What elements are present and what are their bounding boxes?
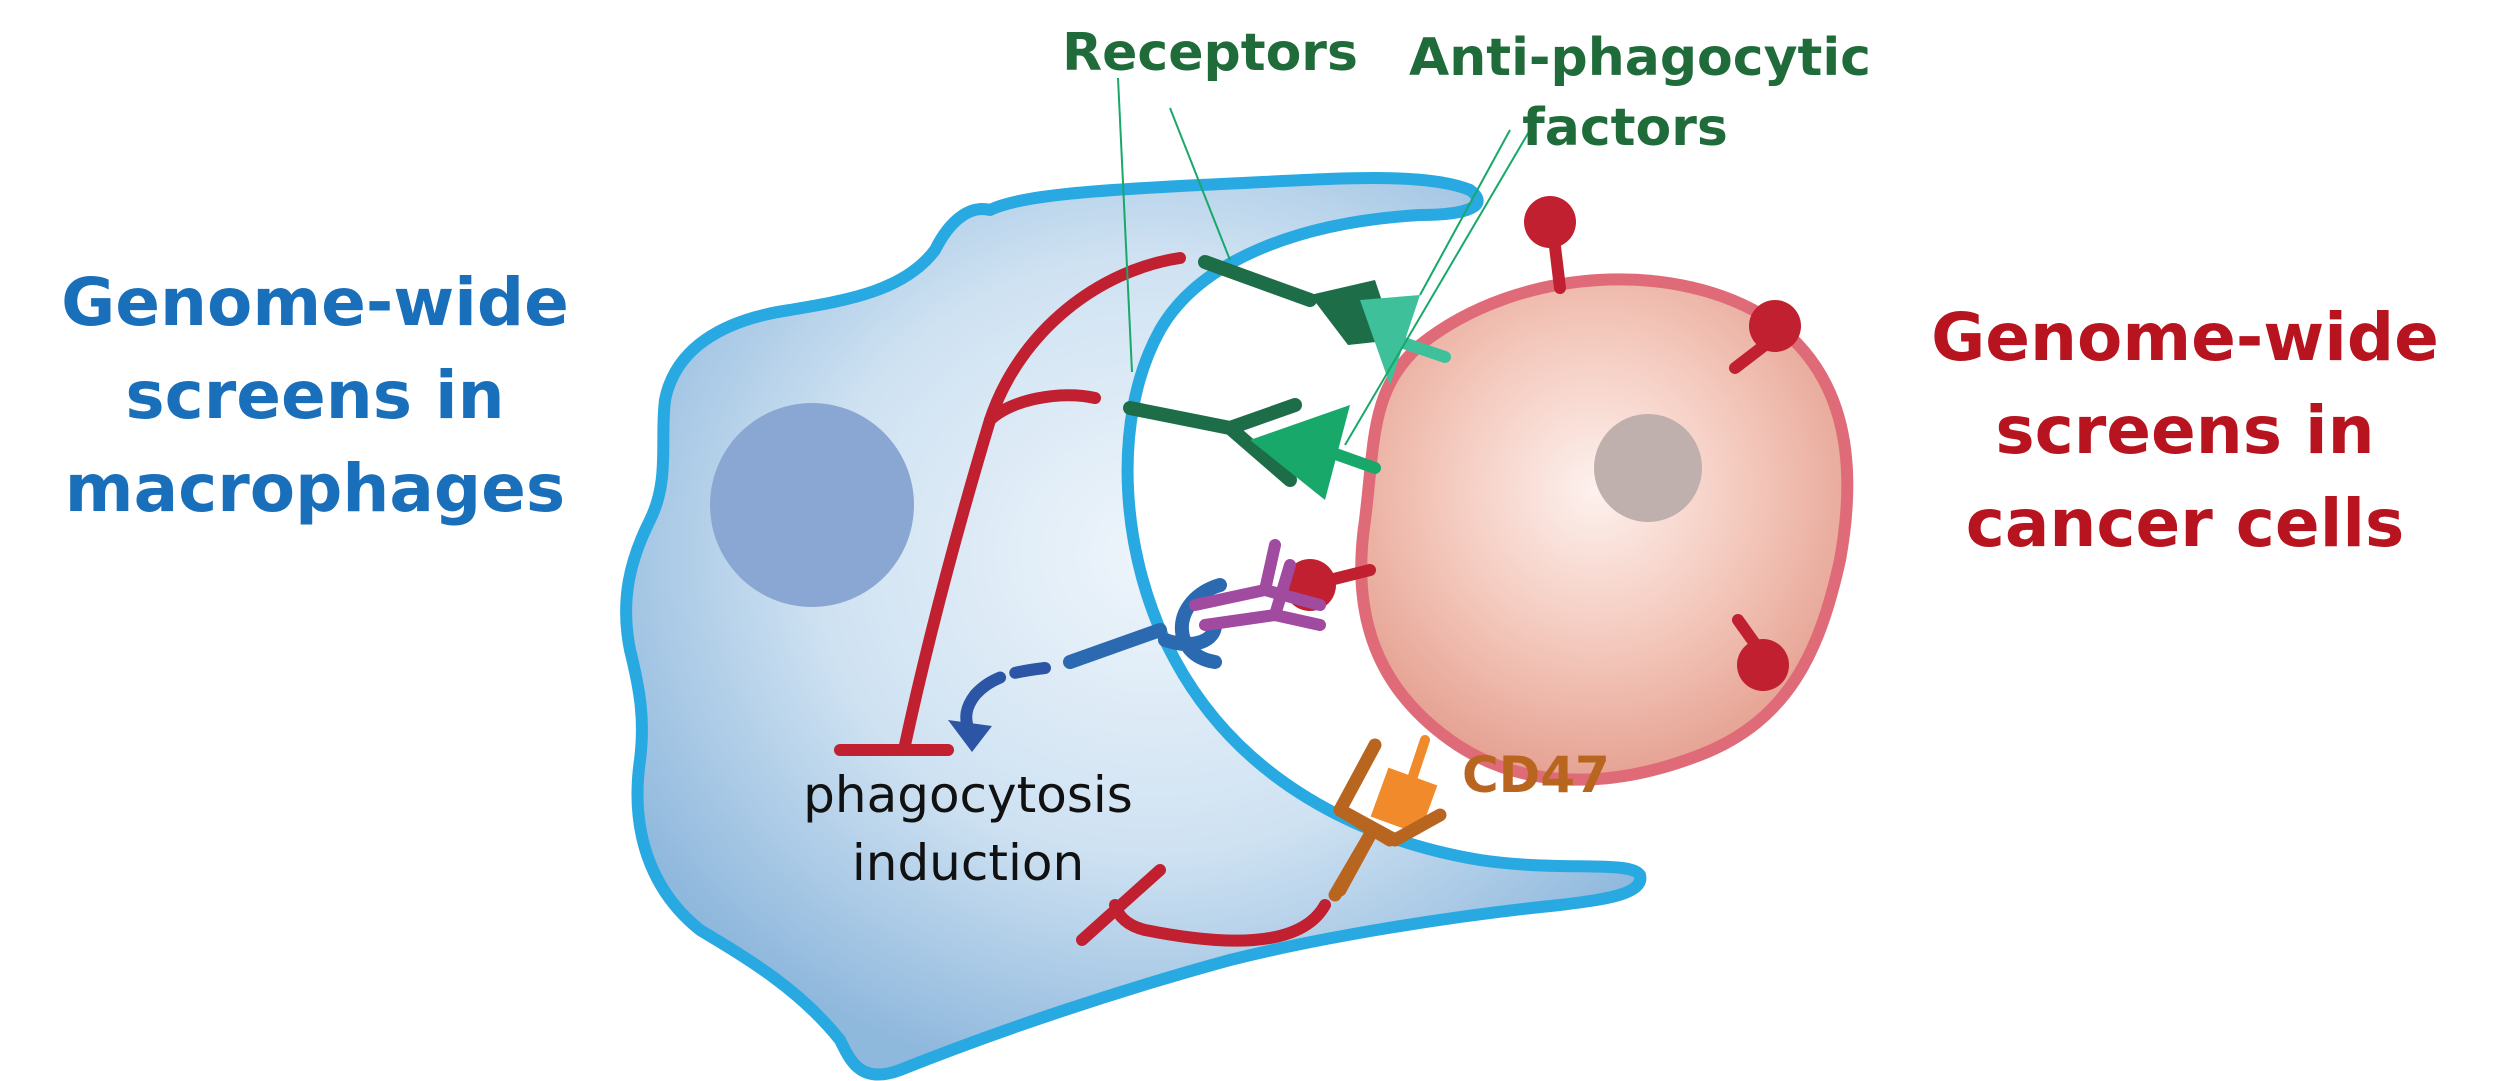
surface-marker-stem	[1729, 339, 1771, 374]
cancer-label-line-1: Genome-wide	[1931, 299, 2439, 376]
receptor-factor-pair-lower	[1123, 398, 1381, 500]
cancer-label-line-2: screens in	[1995, 392, 2374, 469]
antibody-fc-complex	[1063, 539, 1326, 669]
factor-stem	[1324, 446, 1381, 474]
cancer-body	[1355, 273, 1854, 786]
cancer-cell	[1355, 273, 1854, 786]
receptor-head	[1223, 398, 1302, 487]
receptor-leader-1	[1117, 77, 1133, 373]
cancer-label-line-3: cancer cells	[1966, 485, 2404, 562]
phagocytosis-line-2: induction	[852, 834, 1084, 892]
surface-marker-ball	[1749, 300, 1801, 352]
macrophage-label-line-1: Genome-wide	[61, 264, 569, 341]
macrophage-body	[620, 172, 1647, 1081]
macrophage-cell	[620, 172, 1647, 1081]
cd47-inhibition-line	[1109, 899, 1331, 947]
macrophage-label-line-2: screens in	[125, 357, 504, 434]
factor-leader-1	[1419, 129, 1511, 296]
dashed-signal	[969, 662, 1051, 701]
leader-lines	[1117, 77, 1531, 446]
receptor-stem	[1123, 401, 1237, 435]
inhibitory-signaling	[834, 252, 1331, 947]
antibody	[1189, 539, 1326, 631]
surface-marker-ball	[1524, 196, 1576, 248]
macrophage-label-line-3: macrophages	[65, 450, 565, 527]
cd47-protein	[1370, 767, 1438, 835]
receptor-leader-2	[1169, 107, 1231, 261]
cancer-nucleus	[1594, 414, 1702, 522]
anti-phagocytic-label: Anti-phagocytic factors	[1409, 28, 1871, 158]
macrophage-nucleus	[710, 403, 914, 607]
receptor-stem	[1198, 255, 1317, 307]
phagocytosis-label: phagocytosis induction	[803, 766, 1133, 892]
anti-phagocytic-factor	[1250, 405, 1350, 500]
anti-phagocytic-line-1: Anti-phagocytic	[1409, 28, 1871, 88]
cd47-label: CD47	[1462, 746, 1610, 804]
cancer-surface-markers	[1284, 196, 1801, 691]
receptor-factor-pair-upper	[1198, 255, 1451, 385]
surface-marker-stem	[1324, 564, 1376, 586]
phagocytosis-arrow	[948, 662, 1051, 752]
receptors-label: Receptors	[1062, 23, 1358, 83]
anti-phagocytic-line-2: factors	[1522, 98, 1728, 158]
sirpa-stem	[1328, 828, 1377, 902]
receptor-signal-line-lower	[984, 389, 1101, 426]
macrophage-screens-label: Genome-wide screens in macrophages	[61, 264, 569, 527]
cd47-sirpa-complex	[1328, 735, 1447, 902]
factor-stem	[1389, 334, 1451, 363]
factor-leader-2	[1344, 129, 1531, 446]
arrow-tip	[948, 720, 992, 752]
cd47-inhibition-bar	[1076, 864, 1166, 946]
surface-marker-ball	[1737, 639, 1789, 691]
cancer-screens-label: Genome-wide screens in cancer cells	[1931, 299, 2439, 562]
phagocytosis-line-1: phagocytosis	[803, 766, 1133, 824]
